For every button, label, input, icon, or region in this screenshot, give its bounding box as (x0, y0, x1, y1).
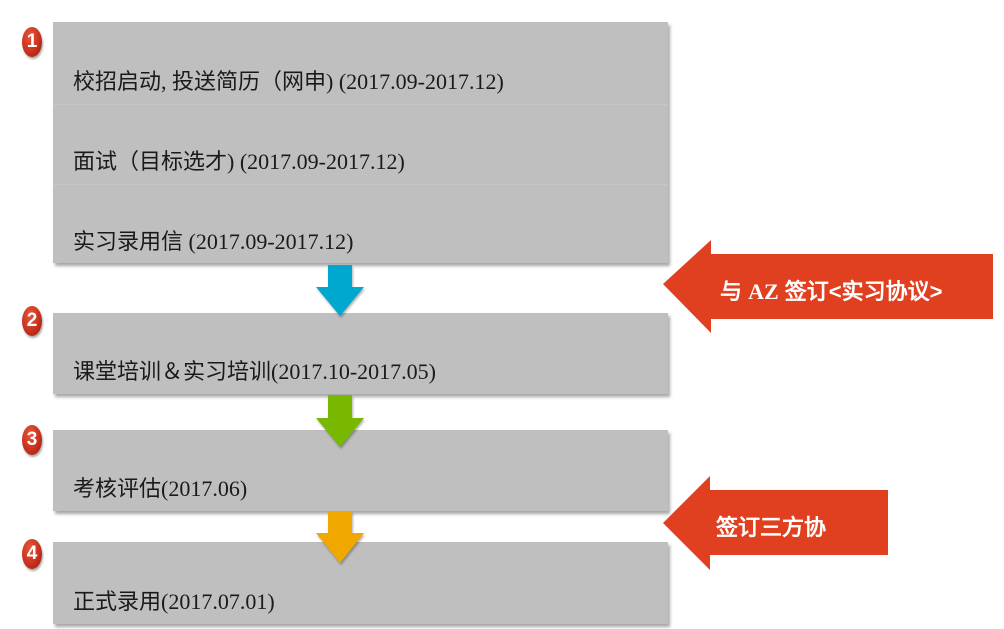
step-1-item-2: 面试（目标选才) (2017.09-2017.12) (73, 149, 405, 174)
callout-2-prefix: 签订三方协 (716, 515, 827, 540)
step-3-item-1: 考核评估(2017.06) (73, 476, 248, 501)
step-2-item-1: 课堂培训＆实习培训(2017.10-2017.05) (73, 359, 436, 384)
down-arrow-icon-blue (316, 265, 364, 316)
step-2-box: 课堂培训＆实习培训(2017.10-2017.05) (53, 313, 668, 394)
step-2-number-badge: 2 (22, 306, 42, 336)
down-arrow-icon-green (316, 395, 364, 447)
left-arrow-callout-2 (663, 476, 888, 570)
left-arrow-callout-1 (663, 240, 993, 333)
down-arrow-icon-orange (316, 511, 364, 563)
step-4-box: 正式录用(2017.07.01) (53, 542, 668, 624)
row-divider (53, 184, 668, 185)
callout-1-suffix: 签订<实习协议> (778, 279, 943, 304)
step-1-box: 校招启动, 投送简历（网申) (2017.09-2017.12) 面试（目标选才… (53, 22, 668, 263)
callout-1-latin: AZ (748, 279, 779, 304)
callout-1-prefix: 与 (720, 279, 749, 304)
step-1-item-3: 实习录用信 (2017.09-2017.12) (73, 229, 354, 254)
step-4-number-badge: 4 (22, 539, 42, 569)
row-divider (53, 104, 668, 105)
step-1-item-1: 校招启动, 投送简历（网申) (2017.09-2017.12) (73, 69, 504, 94)
callout-2-label: 签订三方协 (716, 510, 826, 542)
step-4-item-1: 正式录用(2017.07.01) (73, 589, 275, 614)
step-3-number-badge: 3 (22, 425, 42, 455)
step-1-number-badge: 1 (22, 27, 42, 57)
step-3-box: 考核评估(2017.06) (53, 430, 668, 511)
callout-1-label: 与 AZ 签订<实习协议> (720, 274, 943, 306)
